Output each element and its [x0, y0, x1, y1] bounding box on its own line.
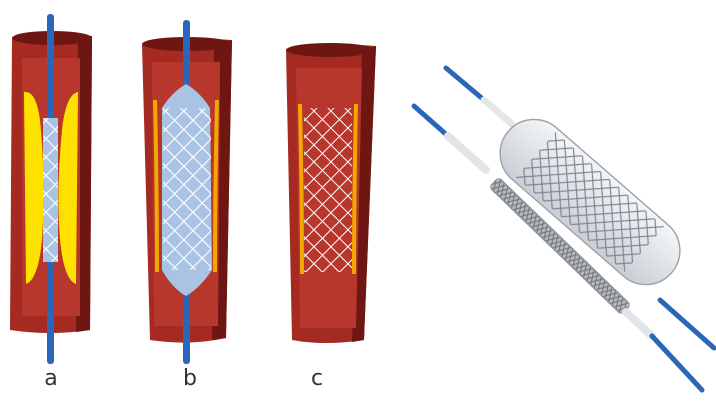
- stent-mesh-c: [304, 108, 352, 272]
- catheter-tail-upper: [660, 300, 714, 348]
- stent-mesh-a: [43, 118, 58, 262]
- vessel-a: [10, 14, 92, 364]
- plaque-compressed-right-b: [215, 100, 217, 272]
- plaque-compressed-left-c: [300, 104, 302, 274]
- panel-label-b: b: [170, 366, 210, 391]
- catheter-tail-lower: [652, 336, 702, 390]
- stent-mesh-b: [163, 108, 211, 270]
- catheter-shaft-upper: [484, 100, 512, 124]
- device-photo: [414, 68, 714, 390]
- plaque-compressed-right-c: [354, 104, 356, 274]
- catheter-tip-lower: [414, 106, 448, 136]
- catheter-tip-upper: [446, 68, 484, 100]
- panel-label-a: a: [31, 366, 71, 391]
- expanded-stent-catheter: [446, 68, 714, 348]
- catheter-shaft-lower-end: [626, 312, 652, 336]
- panel-label-c: c: [297, 366, 337, 391]
- vessel-c: [286, 43, 376, 343]
- vessel-b: [142, 20, 232, 364]
- plaque-compressed-left-b: [155, 100, 157, 272]
- vessel-c-opening: [286, 43, 374, 57]
- catheter-shaft-lower: [448, 136, 486, 170]
